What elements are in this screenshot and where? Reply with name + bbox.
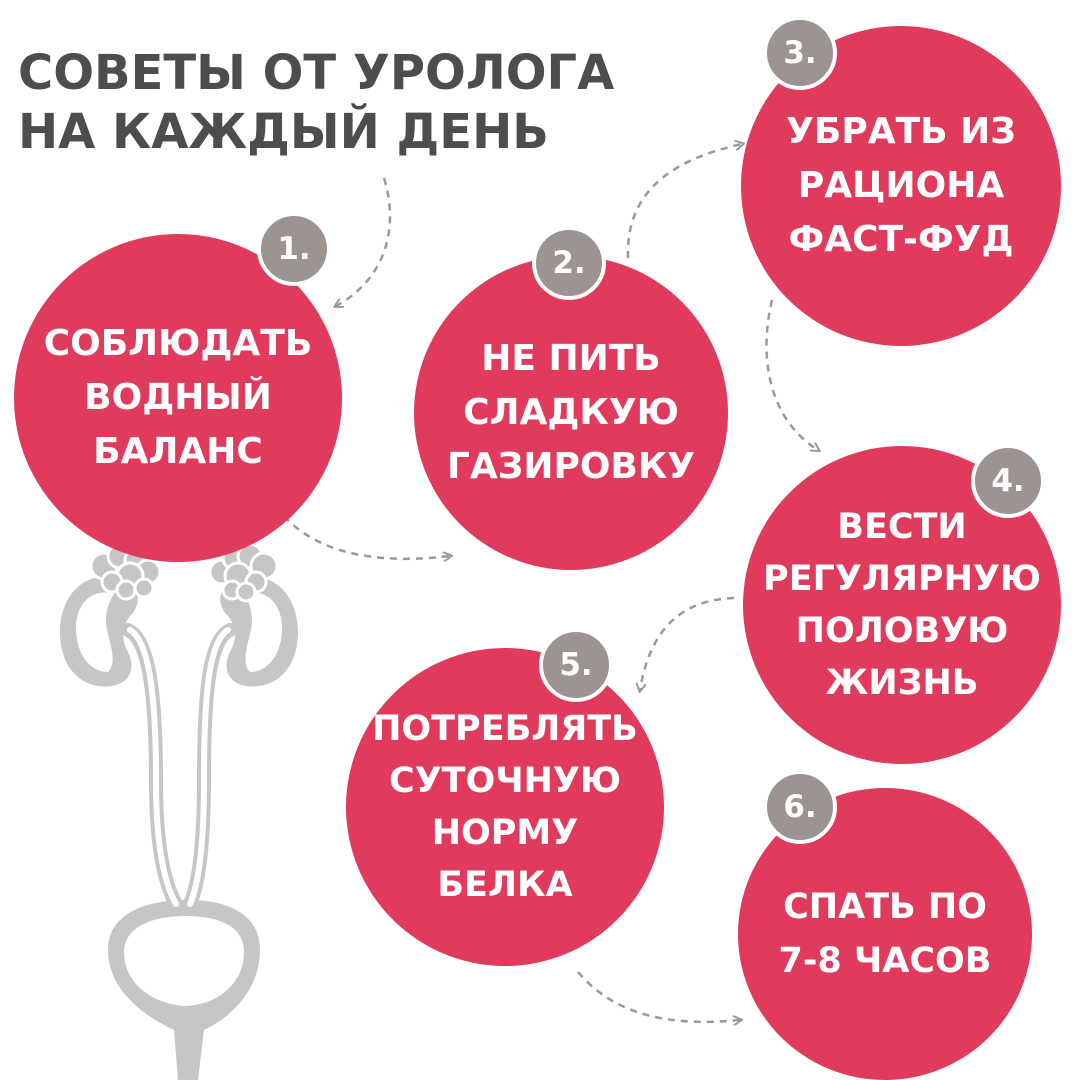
tip-1-line-2: ВОДНЫЙ bbox=[84, 377, 272, 418]
tip-5-number-badge: 5. bbox=[539, 628, 613, 702]
title-line-1: СОВЕТЫ ОТ УРОЛОГА bbox=[18, 45, 615, 101]
tip-3-number-badge: 3. bbox=[763, 16, 837, 90]
tip-4-number-badge: 4. bbox=[971, 444, 1045, 518]
tip-2-text: НЕ ПИТЬ СЛАДКУЮ ГАЗИРОВКУ bbox=[439, 332, 703, 494]
tip-4-line-1: ВЕСТИ bbox=[837, 507, 967, 547]
tip-3-line-3: ФАСТ-ФУД bbox=[788, 219, 1014, 260]
tip-4-line-2: РЕГУЛЯРНУЮ bbox=[763, 559, 1041, 599]
tip-6-line-2: 7-8 ЧАСОВ bbox=[778, 941, 992, 981]
tip-5-circle: ПОТРЕБЛЯТЬ СУТОЧНУЮ НОРМУ БЕЛКА bbox=[346, 648, 664, 966]
tip-1-line-3: БАЛАНС bbox=[93, 431, 263, 472]
tip-5-line-1: ПОТРЕБЛЯТЬ bbox=[372, 709, 638, 749]
tip-1-line-1: СОБЛЮДАТЬ bbox=[43, 323, 313, 364]
tip-6-line-1: СПАТЬ ПО bbox=[783, 887, 987, 927]
page-title: СОВЕТЫ ОТ УРОЛОГА НА КАЖДЫЙ ДЕНЬ bbox=[18, 44, 614, 162]
tip-3-text: УБРАТЬ ИЗ РАЦИОНА ФАСТ-ФУД bbox=[778, 105, 1024, 267]
tip-5-line-2: СУТОЧНУЮ bbox=[389, 761, 621, 801]
tip-2-circle: НЕ ПИТЬ СЛАДКУЮ ГАЗИРОВКУ bbox=[414, 256, 728, 570]
tip-4-text: ВЕСТИ РЕГУЛЯРНУЮ ПОЛОВУЮ ЖИЗНЬ bbox=[755, 501, 1049, 709]
tip-6-number-badge: 6. bbox=[763, 770, 837, 844]
tip-4-line-4: ЖИЗНЬ bbox=[825, 663, 979, 703]
tip-5-line-4: БЕЛКА bbox=[437, 865, 573, 905]
tip-2-line-3: ГАЗИРОВКУ bbox=[446, 446, 696, 487]
title-line-2: НА КАЖДЫЙ ДЕНЬ bbox=[18, 104, 549, 160]
tip-2-line-2: СЛАДКУЮ bbox=[463, 392, 679, 433]
tip-6-text: СПАТЬ ПО 7-8 ЧАСОВ bbox=[771, 880, 1000, 988]
tip-4-circle: ВЕСТИ РЕГУЛЯРНУЮ ПОЛОВУЮ ЖИЗНЬ bbox=[743, 446, 1061, 764]
tip-4-line-3: ПОЛОВУЮ bbox=[795, 611, 1009, 651]
tip-5-line-3: НОРМУ bbox=[431, 813, 579, 853]
tip-1-number-badge: 1. bbox=[257, 212, 331, 286]
tip-3-line-2: РАЦИОНА bbox=[797, 165, 1005, 206]
tip-3-line-1: УБРАТЬ ИЗ bbox=[786, 111, 1016, 152]
tip-1-circle: СОБЛЮДАТЬ ВОДНЫЙ БАЛАНС bbox=[14, 234, 342, 562]
tip-5-text: ПОТРЕБЛЯТЬ СУТОЧНУЮ НОРМУ БЕЛКА bbox=[364, 703, 646, 911]
tip-2-line-1: НЕ ПИТЬ bbox=[481, 338, 661, 379]
tip-1-text: СОБЛЮДАТЬ ВОДНЫЙ БАЛАНС bbox=[36, 317, 321, 479]
tip-2-number-badge: 2. bbox=[532, 226, 606, 300]
